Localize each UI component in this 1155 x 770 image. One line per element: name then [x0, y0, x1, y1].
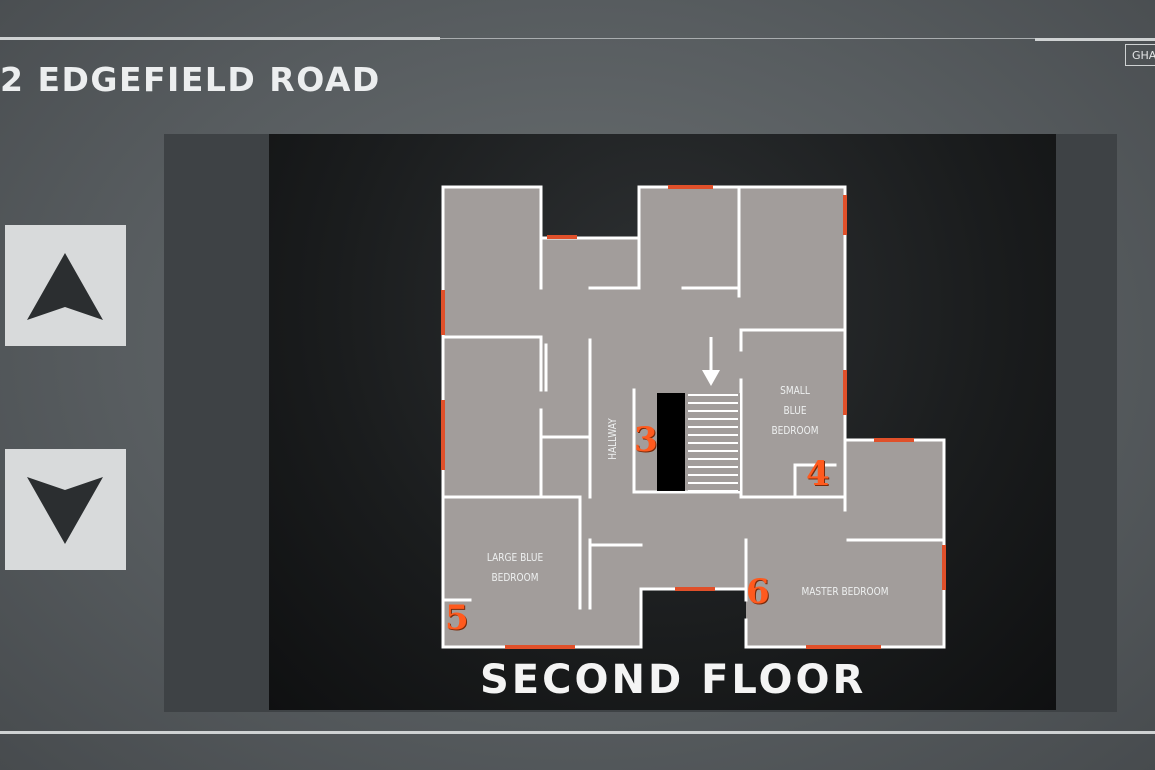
arrow-down-icon: [702, 337, 720, 386]
floor-down-button[interactable]: [5, 449, 126, 570]
room-label-large-blue-bedroom: LARGE BLUE BEDROOM: [470, 548, 560, 588]
room-label-hallway: HALLWAY: [606, 418, 619, 460]
page-title: 2 EDGEFIELD ROAD: [0, 60, 381, 99]
room-label-line: BLUE: [783, 404, 807, 417]
map-marker-3[interactable]: 3: [634, 420, 658, 460]
room-label-line: BEDROOM: [771, 424, 819, 437]
map-marker-5[interactable]: 5: [445, 598, 469, 638]
map-marker-4[interactable]: 4: [806, 454, 830, 494]
top-divider: [0, 37, 440, 40]
stair-steps: [688, 394, 738, 492]
room-label-small-blue-bedroom: SMALL BLUE BEDROOM: [759, 381, 831, 441]
room-label-line: LARGE BLUE: [486, 551, 544, 564]
top-divider-thin: [440, 38, 1035, 39]
floor-title: SECOND FLOOR: [480, 657, 867, 703]
map-marker-6[interactable]: 6: [746, 572, 770, 612]
room-label-master-bedroom: MASTER BEDROOM: [801, 585, 889, 598]
triangle-down-icon: [27, 477, 103, 544]
corner-tab[interactable]: GHA: [1125, 44, 1155, 66]
room-label-line: BEDROOM: [491, 571, 539, 584]
room-label-line: SMALL: [780, 384, 810, 397]
top-divider-right: [1035, 38, 1155, 41]
door-accents: [441, 185, 946, 649]
triangle-up-icon: [27, 253, 103, 320]
bottom-divider: [0, 731, 1155, 734]
stairs: [657, 337, 740, 492]
floor-up-button[interactable]: [5, 225, 126, 346]
